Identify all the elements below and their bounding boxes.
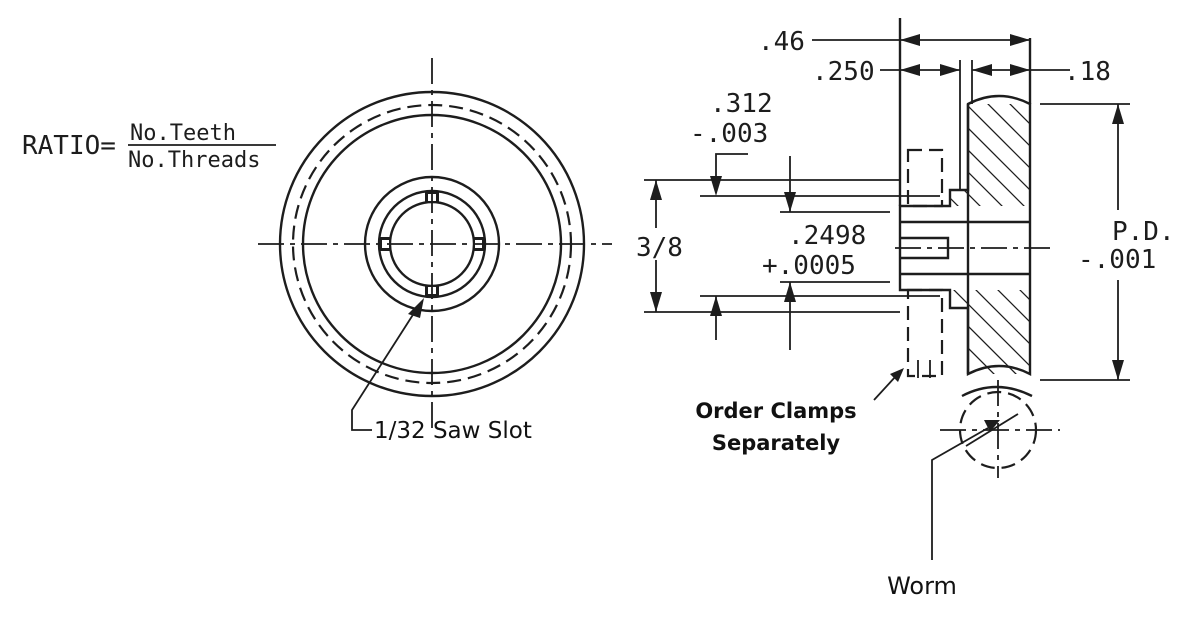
ratio-formula: RATIO= No.Teeth No.Threads [22,121,276,173]
dim-hub: .250 [812,57,875,87]
dim-pd-top: P.D. [1112,217,1175,247]
dim-height: 3/8 [636,233,683,263]
ratio-numerator: No.Teeth [130,121,236,146]
dim-face-arrow-right [1010,64,1030,76]
front-view: 1/32 Saw Slot [258,58,612,444]
dim-bore-top: .2498 [788,221,866,251]
dim-face-arrow-left [972,64,992,76]
clamp-note-leader [873,375,897,401]
clamp-note-arrow [890,368,904,382]
ratio-denominator: No.Threads [128,148,260,173]
gear-rim [966,94,1032,376]
clamp-screw [917,360,931,378]
side-view [895,18,1060,560]
worm-leader [931,427,989,560]
dimensions: .46 .250 .18 .312 -.003 3/8 [630,27,1175,381]
dim-height-arrow-bottom [650,292,662,312]
saw-slot-label: 1/32 Saw Slot [374,418,532,444]
dim-overall-arrow-left [900,34,920,46]
dim-pd-arrow-bottom [1112,360,1124,380]
saw-slot-leader-arrow [408,298,424,318]
saw-slot-leader [351,309,417,431]
dim-hub-dia-bottom: -.003 [690,119,768,149]
dim-hub-dia-leader [715,153,748,192]
dim-hub-dia-top: .312 [710,89,773,119]
dim-bore-arrow-top [784,192,796,212]
dim-pd-arrow-top [1112,104,1124,124]
dim-height-arrow-top [650,180,662,200]
clamp-phantom-top [906,148,944,208]
dim-bore-bottom: +.0005 [762,251,856,281]
worm-top-arc [961,385,1033,398]
worm-label: Worm [887,572,957,600]
clamp-phantom-bottom [906,288,944,378]
dim-hub-dia-arrow-top [710,176,722,196]
clamp-note-line2: Separately [712,431,841,455]
clamp-note-line1: Order Clamps [695,399,856,423]
dim-face: .18 [1064,57,1111,87]
dim-bore-arrow-bottom [784,282,796,302]
ratio-label: RATIO= [22,131,116,161]
dim-pd-bottom: -.001 [1078,245,1156,275]
dim-overall-arrow-right [1010,34,1030,46]
notes: Order Clamps Separately Worm [695,368,957,600]
worm-leader-arrow [984,420,1000,432]
dim-hub-arrow-right [940,64,960,76]
dim-hub-arrow-left [900,64,920,76]
bore-lines [900,220,1030,276]
dim-overall: .46 [758,27,805,57]
